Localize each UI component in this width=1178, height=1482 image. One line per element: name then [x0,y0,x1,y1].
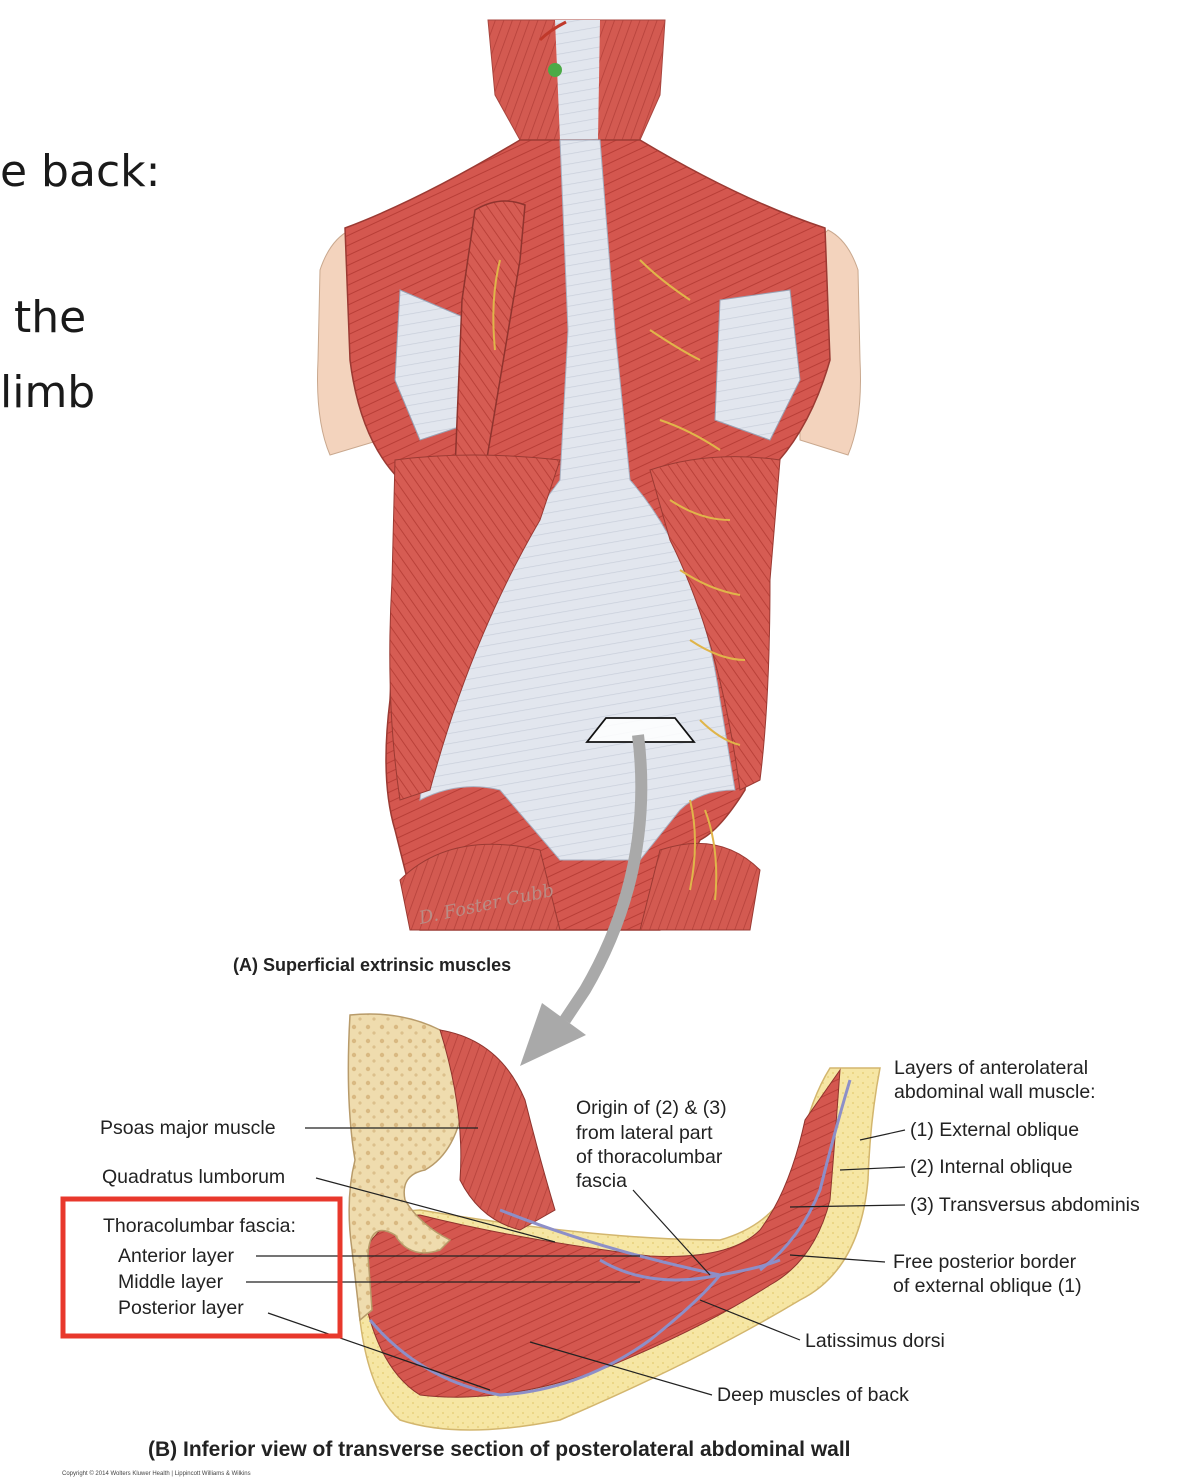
label-latissimus-dorsi: Latissimus dorsi [805,1330,945,1352]
section-arrow [560,734,648,1024]
label-middle-layer: Middle layer [118,1271,224,1293]
figure-b-section-illustration [347,1013,881,1431]
copyright-notice: Copyright © 2014 Wolters Kluwer Health |… [62,1471,251,1477]
figure-a-caption: (A) Superficial extrinsic muscles [233,955,512,975]
figure-b-caption: (B) Inferior view of transverse section … [148,1438,851,1461]
label-layers-line-2: abdominal wall muscle: [894,1081,1096,1103]
label-origin-line-3: of thoracolumbar [576,1146,723,1168]
slide-text-fragment-3: limb [0,367,96,418]
label-free-border-line-1: Free posterior border [893,1251,1077,1273]
section-arrowhead [520,1003,586,1066]
label-quadratus-lumborum: Quadratus lumborum [102,1166,286,1188]
label-internal-oblique: (2) Internal oblique [910,1156,1073,1178]
label-origin-line-4: fascia [576,1170,627,1192]
label-deep-muscles-back: Deep muscles of back [717,1384,909,1406]
label-free-border-line-2: of external oblique (1) [893,1275,1082,1297]
figure-a-back-illustration: D. Foster Cubb [317,19,861,931]
label-layers-line-1: Layers of anterolateral [894,1057,1089,1079]
highlight-box [60,1196,343,1339]
label-origin-line-1: Origin of (2) & (3) [576,1097,727,1119]
slide-text-fragment-2: the [14,292,87,343]
slide-text-fragment-1: e back: [0,146,161,197]
label-origin-line-2: from lateral part [576,1122,713,1144]
leader-lines [246,1127,906,1396]
label-posterior-layer: Posterior layer [118,1297,244,1319]
label-external-oblique: (1) External oblique [910,1119,1080,1141]
label-transversus-abdominis: (3) Transversus abdominis [910,1194,1140,1216]
label-anterior-layer: Anterior layer [118,1245,234,1267]
label-psoas-major: Psoas major muscle [100,1117,276,1139]
label-thoracolumbar-fascia: Thoracolumbar fascia: [103,1215,296,1237]
